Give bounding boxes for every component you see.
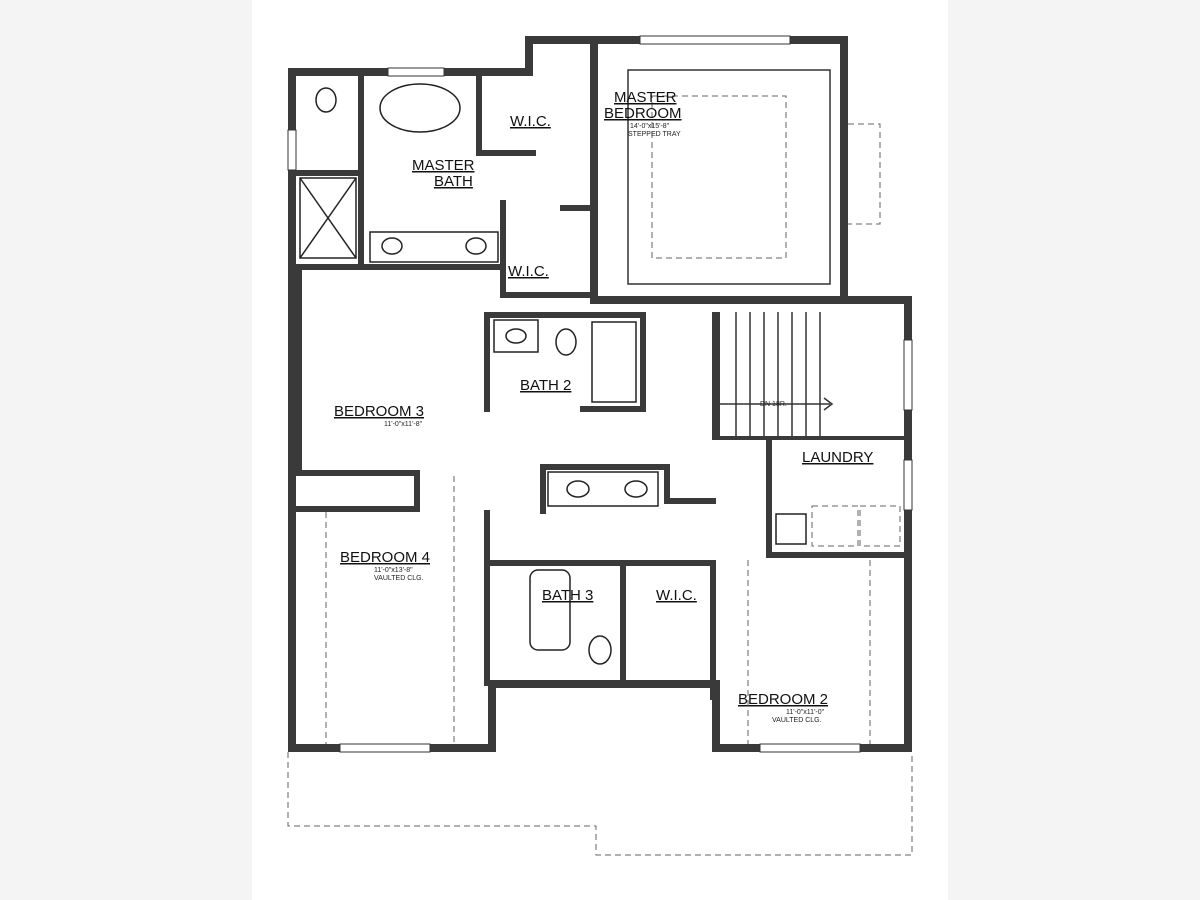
windows bbox=[287, 35, 913, 753]
bedroom4-size: 11'-0"x13'-8" bbox=[374, 567, 413, 574]
balcony-outline bbox=[848, 123, 881, 225]
stair-treads bbox=[735, 312, 821, 436]
bath2-sink-icon bbox=[493, 319, 539, 353]
bedroom4-note: VAULTED CLG. bbox=[374, 575, 424, 582]
toilet-icon bbox=[315, 87, 337, 113]
stairs-label: DN 18R. bbox=[760, 401, 787, 408]
stair-arrow-icon bbox=[823, 397, 834, 411]
shower-icon bbox=[299, 177, 357, 259]
wic-bottom-label: W.I.C. bbox=[656, 587, 697, 604]
tray-ceiling bbox=[627, 69, 831, 285]
bedroom4-label: BEDROOM 4 bbox=[340, 549, 430, 566]
laundry-sink-icon bbox=[775, 513, 807, 545]
exterior-walls bbox=[288, 36, 912, 752]
bathtub-icon bbox=[379, 83, 461, 133]
sink-icon bbox=[465, 237, 487, 255]
master-bedroom-label: MASTER bbox=[614, 89, 677, 106]
master-bedroom-size: 14'-0"x15'-8" bbox=[630, 123, 670, 130]
porch-outline bbox=[287, 752, 913, 856]
master-bedroom-label-2: BEDROOM bbox=[604, 105, 682, 122]
vault-lines bbox=[325, 476, 871, 744]
sink-icon bbox=[566, 480, 590, 498]
interior-walls bbox=[296, 44, 904, 700]
vanity-icon bbox=[547, 471, 659, 507]
bedroom3-label: BEDROOM 3 bbox=[334, 403, 424, 420]
toilet-icon bbox=[588, 635, 612, 665]
master-bedroom-note: STEPPED TRAY bbox=[628, 131, 681, 138]
master-bath-label: MASTER bbox=[412, 157, 475, 174]
bedroom2-note: VAULTED CLG. bbox=[772, 717, 822, 724]
shower-icon bbox=[591, 321, 637, 403]
toilet-icon bbox=[555, 328, 577, 356]
sink-icon bbox=[624, 480, 648, 498]
master-bath-label-2: BATH bbox=[434, 173, 473, 190]
bedroom2-label: BEDROOM 2 bbox=[738, 691, 828, 708]
vanity-icon bbox=[369, 231, 499, 263]
sink-icon bbox=[381, 237, 403, 255]
washer-icon bbox=[811, 505, 859, 547]
dryer-icon bbox=[859, 505, 901, 547]
laundry-label: LAUNDRY bbox=[802, 449, 873, 466]
room-labels: MASTER BEDROOM 14'-0"x15'-8" STEPPED TRA… bbox=[334, 89, 873, 724]
right-margin bbox=[948, 0, 1200, 900]
wic-mid-label: W.I.C. bbox=[508, 263, 549, 280]
bath2-label: BATH 2 bbox=[520, 377, 571, 394]
bath3-label: BATH 3 bbox=[542, 587, 593, 604]
bathtub-icon bbox=[529, 569, 571, 651]
fixtures bbox=[299, 83, 901, 665]
wic-top-label: W.I.C. bbox=[510, 113, 551, 130]
bedroom2-size: 11'-0"x11'-0" bbox=[786, 709, 825, 716]
bedroom3-size: 11'-0"x11'-8" bbox=[384, 421, 423, 428]
left-margin bbox=[0, 0, 252, 900]
